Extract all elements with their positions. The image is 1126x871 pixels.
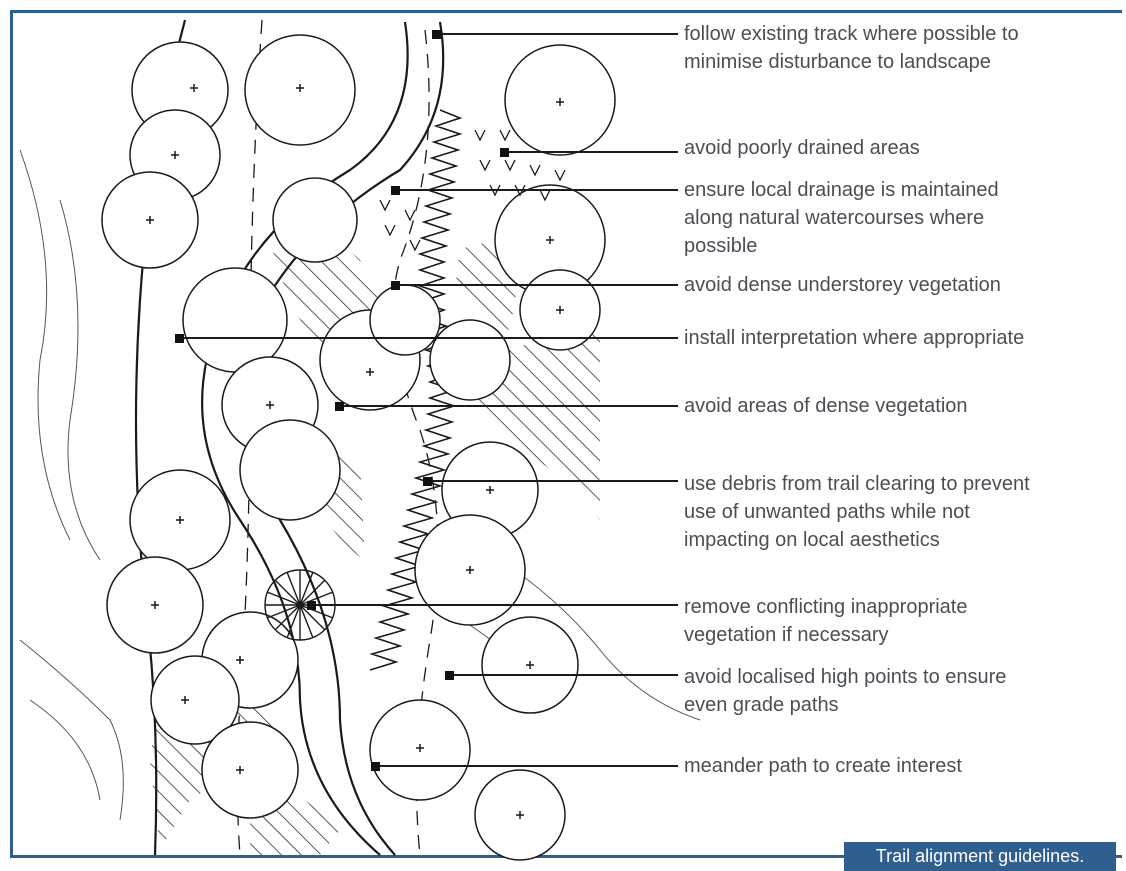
callout-remove-vegetation: remove conflicting inappropriate vegetat… — [684, 593, 1120, 649]
callout-debris: use debris from trail clearing to preven… — [684, 470, 1120, 554]
callout-poorly-drained: avoid poorly drained areas — [684, 134, 1120, 162]
callout-dense-vegetation: avoid areas of dense vegetation — [684, 392, 1120, 420]
callout-high-points: avoid localised high points to ensure ev… — [684, 663, 1120, 719]
callout-meander: meander path to create interest — [684, 752, 1120, 780]
callout-dense-understorey: avoid dense understorey vegetation — [684, 271, 1120, 299]
callout-local-drainage: ensure local drainage is maintained alon… — [684, 176, 1120, 260]
figure-caption: Trail alignment guidelines. — [844, 842, 1116, 871]
callout-interpretation: install interpretation where appropriate — [684, 324, 1120, 352]
callout-existing-track: follow existing track where possible to … — [684, 20, 1120, 76]
